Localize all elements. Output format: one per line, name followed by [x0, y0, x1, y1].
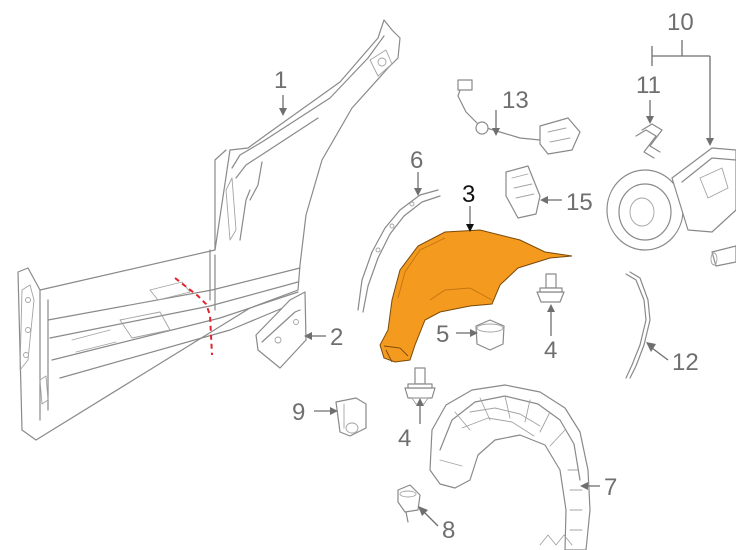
- callout-4-lower: 4: [398, 425, 411, 452]
- callout-12: 12: [672, 349, 699, 376]
- callout-7: 7: [604, 474, 617, 501]
- part-13-wire-harness[interactable]: [457, 79, 581, 155]
- part-4-bolt-lower[interactable]: [404, 367, 436, 405]
- part-1-body-side-panel[interactable]: [17, 19, 401, 441]
- part-3-quarter-panel[interactable]: [379, 229, 573, 363]
- part-5-nut[interactable]: [475, 319, 505, 351]
- part-8-screw[interactable]: [397, 484, 421, 523]
- callout-9: 9: [292, 399, 305, 426]
- part-2-bracket[interactable]: [255, 291, 307, 369]
- callout-2: 2: [330, 324, 343, 351]
- callout-5: 5: [436, 321, 449, 348]
- callout-4-upper: 4: [544, 337, 557, 364]
- callout-10: 10: [667, 9, 694, 36]
- part-9-plug[interactable]: [335, 397, 367, 437]
- part-15-module[interactable]: [505, 165, 541, 219]
- part-6-molding-strip[interactable]: [357, 189, 441, 313]
- callout-3: 3: [462, 181, 475, 208]
- part-10-fuel-door[interactable]: [606, 147, 736, 267]
- cut-line: [174, 277, 213, 356]
- part-12-drain-hose[interactable]: [625, 271, 651, 379]
- callout-11: 11: [636, 72, 661, 99]
- part-7-wheelhouse-liner[interactable]: [429, 384, 591, 550]
- part-4-bolt-upper[interactable]: [536, 273, 565, 303]
- callout-8: 8: [442, 517, 455, 544]
- callout-6: 6: [410, 147, 423, 174]
- callout-13: 13: [502, 87, 529, 114]
- callout-15: 15: [566, 189, 593, 216]
- quarter-panel-shape: [379, 229, 573, 363]
- callout-1: 1: [274, 67, 287, 94]
- callout-leaders: [279, 40, 714, 527]
- part-11-clip[interactable]: [635, 123, 663, 159]
